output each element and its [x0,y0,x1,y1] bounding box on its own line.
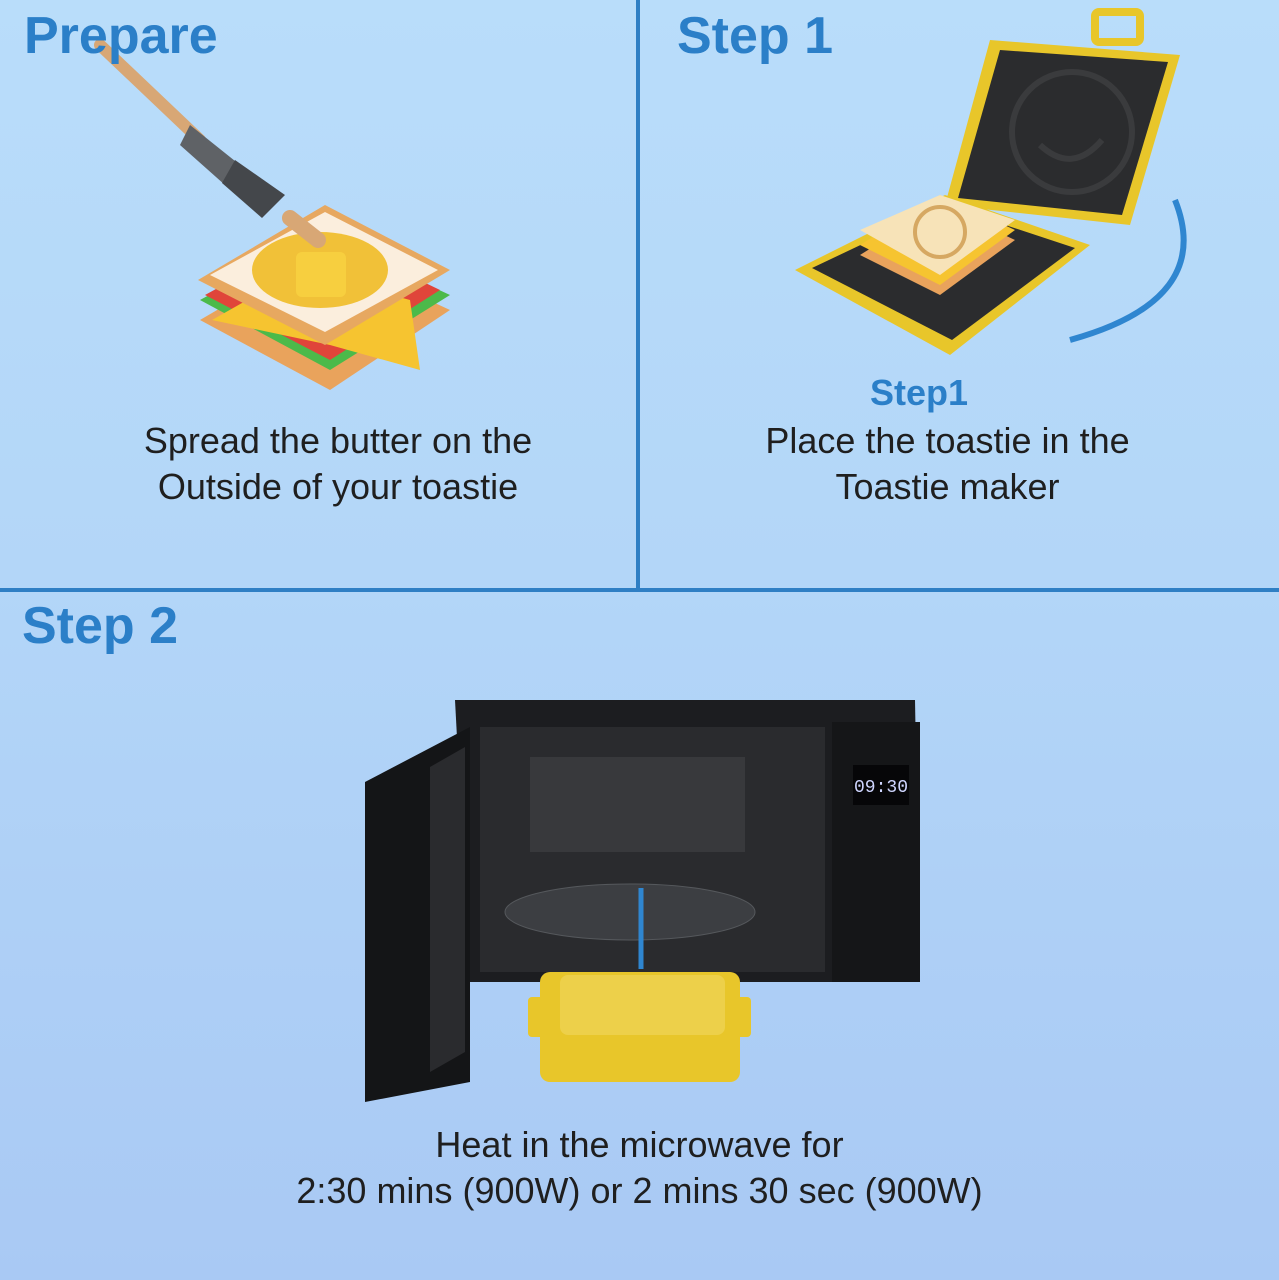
step1-caption: Place the toastie in the Toastie maker [640,418,1255,510]
horizontal-divider [0,588,1279,592]
step2-caption: Heat in the microwave for 2:30 mins (900… [0,1122,1279,1214]
prepare-caption: Spread the butter on the Outside of your… [0,418,676,510]
caption-line: Toastie maker [835,466,1060,507]
caption-line: 2:30 mins (900W) or 2 mins 30 sec (900W) [296,1170,983,1211]
step1-sublabel: Step1 [870,372,969,413]
caption-line: Outside of your toastie [157,466,519,507]
step1-title: Step 1 [677,7,834,65]
step2-panel: Step 2 09:30 Heat in the microwave for 2… [0,592,1279,1280]
microwave-illustration: 09:30 [365,700,920,1102]
caption-line: Place the toastie in the [765,420,1130,461]
toastie-maker-illustration [795,8,1187,355]
prepare-title: Prepare [24,7,218,65]
vertical-divider [636,0,640,590]
caption-line: Heat in the microwave for [435,1124,844,1165]
caption-line: Spread the butter on the [143,420,533,461]
step1-panel: Step 1 Step1 Place the toastie in the To… [640,0,1279,588]
prepare-panel: Prepare Spread the butter on the Outside… [0,0,636,588]
microwave-display: 09:30 [854,778,908,798]
sandwich-butter-brush-illustration [94,39,450,390]
step2-title: Step 2 [22,597,179,655]
